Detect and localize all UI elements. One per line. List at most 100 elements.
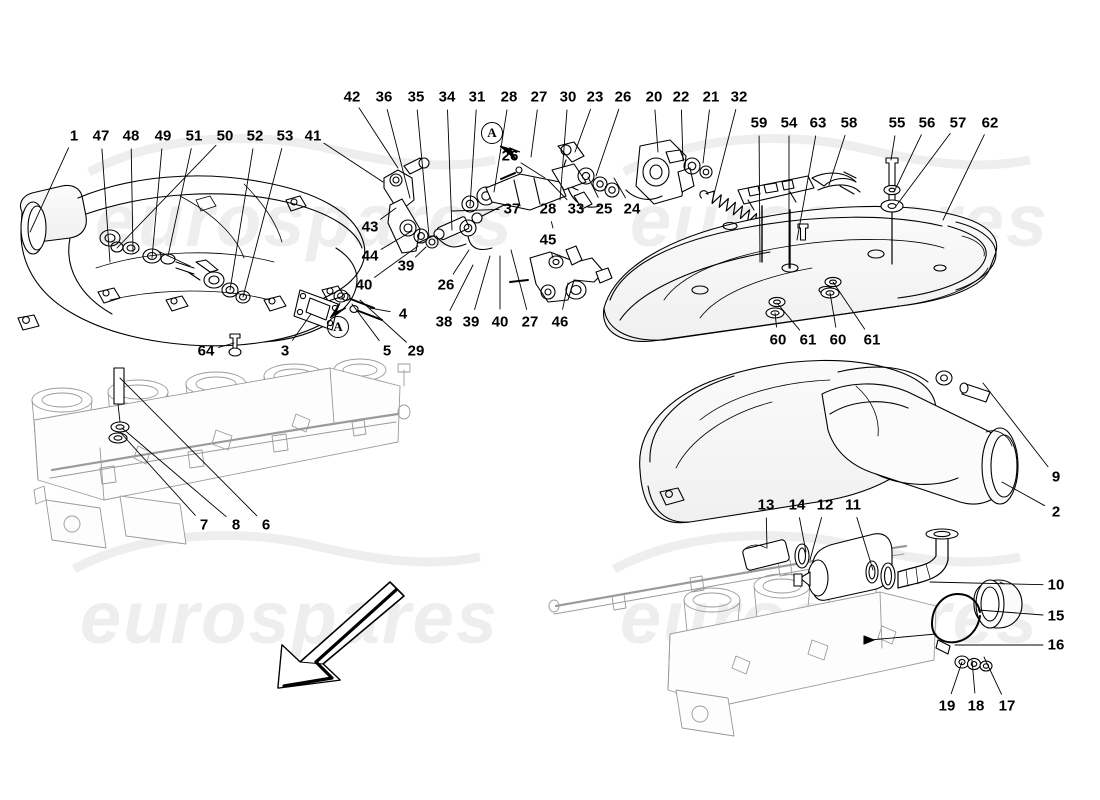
leader-line-28 bbox=[550, 221, 554, 229]
leader-line-47 bbox=[101, 148, 111, 263]
leader-line-8 bbox=[121, 427, 227, 518]
callout-number-17: 17 bbox=[998, 697, 1016, 715]
callout-number-60: 60 bbox=[769, 331, 787, 349]
callout-number-13: 13 bbox=[757, 496, 775, 514]
leader-line-4 bbox=[369, 307, 391, 313]
leader-line-26 bbox=[595, 108, 620, 177]
leader-line-38 bbox=[449, 264, 474, 311]
callout-number-30: 30 bbox=[559, 88, 577, 106]
callout-number-7: 7 bbox=[199, 516, 209, 534]
leader-line-36 bbox=[386, 109, 411, 199]
leader-line-18 bbox=[971, 659, 976, 694]
leader-line-64 bbox=[218, 342, 235, 348]
leader-line-60 bbox=[774, 312, 778, 328]
leader-line-42 bbox=[358, 107, 399, 169]
leader-line-14 bbox=[798, 517, 807, 553]
leader-line-62 bbox=[942, 134, 985, 221]
callout-number-47: 47 bbox=[92, 127, 110, 145]
leader-line-35 bbox=[416, 109, 430, 237]
breather-hose-assembly bbox=[742, 528, 1023, 672]
leader-line-55 bbox=[890, 135, 896, 161]
callout-number-40: 40 bbox=[491, 313, 509, 331]
callout-number-22: 22 bbox=[672, 88, 690, 106]
leader-line-40 bbox=[374, 245, 419, 278]
leader-line-50 bbox=[116, 144, 217, 249]
left-stud-and-washers bbox=[108, 367, 130, 444]
callout-number-42: 42 bbox=[343, 88, 361, 106]
leader-line-43 bbox=[380, 207, 397, 220]
leader-line-13 bbox=[765, 517, 768, 549]
callout-number-9: 9 bbox=[1051, 468, 1061, 486]
callout-number-23: 23 bbox=[586, 88, 604, 106]
callout-number-35: 35 bbox=[407, 88, 425, 106]
leader-line-12 bbox=[809, 517, 823, 561]
leader-line-11 bbox=[856, 516, 874, 571]
right-air-box bbox=[639, 359, 1019, 524]
leader-line-45 bbox=[551, 252, 554, 259]
callout-number-54: 54 bbox=[780, 114, 798, 132]
callout-number-26: 26 bbox=[501, 147, 519, 165]
callout-number-1: 1 bbox=[69, 127, 79, 145]
callout-number-63: 63 bbox=[809, 114, 827, 132]
callout-number-6: 6 bbox=[261, 516, 271, 534]
callout-number-64: 64 bbox=[197, 342, 215, 360]
detail-marker-a-1: A bbox=[481, 122, 503, 144]
callout-number-3: 3 bbox=[280, 342, 290, 360]
callout-number-36: 36 bbox=[375, 88, 393, 106]
leader-line-61 bbox=[832, 281, 866, 330]
callout-number-25: 25 bbox=[595, 200, 613, 218]
callout-number-37: 37 bbox=[503, 200, 521, 218]
leader-line-30 bbox=[559, 109, 568, 201]
leader-line-57 bbox=[895, 132, 951, 207]
leader-line-53 bbox=[242, 148, 283, 298]
callout-number-8: 8 bbox=[231, 516, 241, 534]
callout-number-52: 52 bbox=[246, 127, 264, 145]
leader-line-33 bbox=[547, 179, 568, 201]
leader-line-48 bbox=[130, 148, 134, 253]
leader-line-10 bbox=[929, 581, 1044, 586]
leader-line-28 bbox=[493, 109, 508, 193]
callout-number-29: 29 bbox=[407, 342, 425, 360]
callout-number-34: 34 bbox=[438, 88, 456, 106]
callout-number-53: 53 bbox=[276, 127, 294, 145]
leader-line-37 bbox=[451, 208, 500, 212]
leader-line-39 bbox=[474, 255, 491, 310]
callout-number-55: 55 bbox=[888, 114, 906, 132]
leader-line-21 bbox=[702, 109, 710, 164]
leader-line-39 bbox=[414, 246, 427, 258]
callout-number-12: 12 bbox=[816, 496, 834, 514]
right-throttle-bodies bbox=[548, 543, 937, 737]
watermark-swoosh-2 bbox=[621, 133, 1031, 176]
leader-line-58 bbox=[828, 134, 846, 186]
callout-number-2: 2 bbox=[1051, 503, 1061, 521]
detail-marker-arrows bbox=[329, 145, 521, 319]
leader-line-46 bbox=[562, 282, 569, 310]
leader-line-15 bbox=[977, 609, 1044, 616]
callout-number-61: 61 bbox=[863, 331, 881, 349]
leader-line-41 bbox=[323, 142, 384, 183]
leader-line-31 bbox=[469, 109, 477, 207]
leader-line-60 bbox=[829, 292, 837, 328]
callout-number-27: 27 bbox=[521, 313, 539, 331]
upper-engine-cover bbox=[603, 205, 998, 342]
callout-number-5: 5 bbox=[382, 342, 392, 360]
callout-number-43: 43 bbox=[361, 218, 379, 236]
leader-line-3 bbox=[292, 313, 312, 341]
leader-line-56 bbox=[893, 134, 922, 193]
callout-number-26: 26 bbox=[614, 88, 632, 106]
watermark-swoosh-1 bbox=[86, 133, 496, 176]
leader-line-44 bbox=[380, 230, 413, 250]
callout-number-33: 33 bbox=[567, 200, 585, 218]
callout-leader-lines bbox=[29, 107, 1049, 695]
callout-number-38: 38 bbox=[435, 313, 453, 331]
watermark-3: eurospares bbox=[80, 576, 499, 659]
leader-line-52 bbox=[229, 148, 254, 291]
callout-number-32: 32 bbox=[730, 88, 748, 106]
leader-line-27 bbox=[530, 109, 538, 158]
callout-number-11: 11 bbox=[845, 496, 861, 514]
callout-number-40: 40 bbox=[355, 276, 373, 294]
leader-line-34 bbox=[447, 109, 453, 231]
callout-number-56: 56 bbox=[918, 114, 936, 132]
leader-line-20 bbox=[654, 109, 659, 153]
